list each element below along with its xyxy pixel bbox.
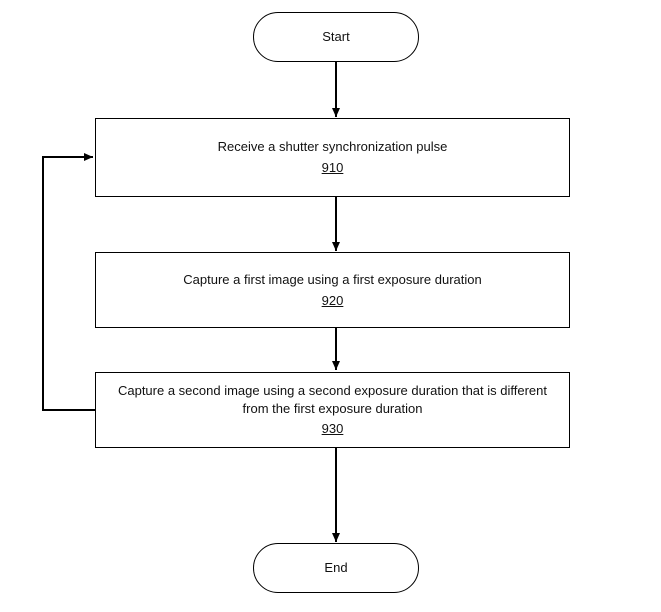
start-node: Start (253, 12, 419, 62)
step-920-label: Capture a first image using a first expo… (183, 271, 482, 287)
end-node-label: End (324, 560, 348, 576)
loop-arrow-930-to-910 (42, 153, 95, 411)
process-step-910: Receive a shutter synchronization pulse … (95, 118, 570, 197)
start-node-label: Start (322, 29, 350, 45)
process-step-920: Capture a first image using a first expo… (95, 252, 570, 328)
end-node: End (253, 543, 419, 593)
step-910-label: Receive a shutter synchronization pulse (217, 139, 448, 155)
step-910-ref: 910 (321, 160, 344, 175)
step-930-label: Capture a second image using a second ex… (117, 383, 548, 416)
step-920-ref: 920 (321, 292, 344, 308)
step-930-ref: 930 (321, 421, 344, 437)
process-step-930: Capture a second image using a second ex… (95, 372, 570, 448)
